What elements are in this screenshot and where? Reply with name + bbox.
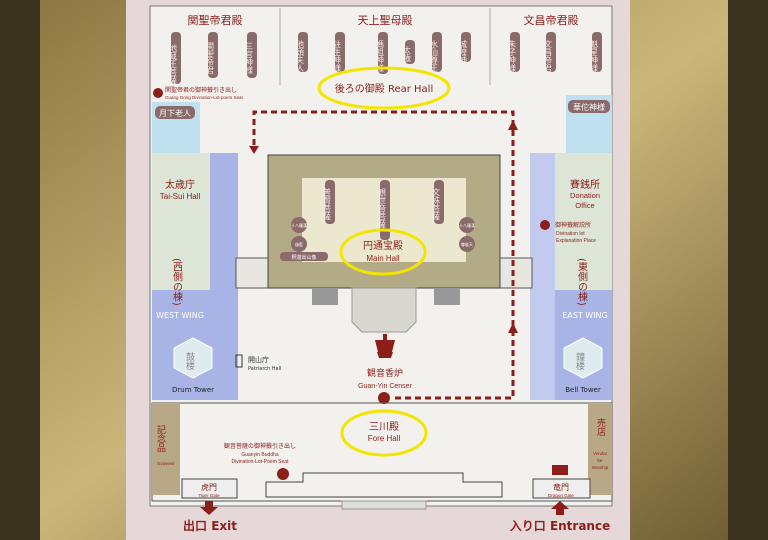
yuexia-laoren: 月下老人 (159, 108, 191, 118)
east-wing-jp: (東側の棟) (576, 258, 588, 306)
west-wing: 太歳庁 Tai-Sui Hall (西側の棟) WEST WING 鼓楼 Dru… (152, 153, 281, 400)
main-deity-1: 観世音菩薩 (378, 187, 387, 229)
shrine-tianshang: 天上聖母殿 (358, 14, 413, 27)
vendor-jp: 売店 (595, 417, 606, 437)
shrine-guansheng: 関聖帝君殿 (188, 13, 243, 27)
deity-mid-1: 註生神様 (333, 39, 342, 72)
exit-label: 出口 Exit (183, 518, 237, 533)
censer-jp: 観音香炉 (367, 367, 403, 379)
huatuo-shen: 華佗神様 (573, 102, 605, 112)
deity-right-1: 文昌帝君 (544, 39, 553, 73)
deity-left-0-text: 地蔵王菩薩 (169, 43, 178, 85)
fore-hall-jp: 三川殿 (369, 421, 399, 433)
rear-hall-label: 後ろの御殿 Rear Hall (335, 82, 433, 95)
deity-mid-4: 水仙尊王 (430, 39, 439, 72)
guanyin-censer: 観音香炉 Guan-Yin Censer (358, 334, 413, 404)
guangong-seat-en: Guang Gong Divination-Lot-poem Seat (165, 95, 244, 100)
entrance-arrow-icon (551, 501, 569, 515)
taisui-hall-en: Tai-Sui Hall (160, 192, 201, 201)
souvenir-jp: 記念品 (155, 424, 166, 453)
main-hall-jp: 円通宝殿 (363, 239, 403, 252)
patriarch-hall-en: Patriarch Hall (248, 366, 281, 372)
main-side-1: 伽藍 (295, 241, 303, 247)
walking-route (252, 110, 515, 400)
dragon-gate-en: Dragon Gate (548, 493, 574, 498)
explanation-place-jp: 御神籤解説所 (555, 221, 591, 229)
vendor-en3: Worship (592, 465, 609, 470)
deity-right-2: 魁星神様 (590, 39, 599, 72)
drum-tower-jp: 鼓楼 (184, 351, 195, 371)
main-hall-en: Main Hall (366, 254, 400, 263)
guanyin-seat-jp: 観音菩薩の御神籤引き出し (224, 442, 296, 450)
bell-tower-en: Bell Tower (565, 386, 601, 394)
explanation-place-en1: Divination lot (556, 231, 585, 237)
main-hall: 普賢菩薩 観世音菩薩 文殊菩薩 十八羅漢 伽藍 十八羅漢 尊駄天 釈迦出山像 円… (235, 154, 533, 333)
guangong-seat-jp: 関聖帝君の御神籤引き出し (165, 86, 237, 94)
highlight-rear-hall (317, 66, 451, 110)
patriarch-hall-jp: 開山庁 (248, 355, 269, 364)
censer-en: Guan-Yin Censer (358, 383, 412, 390)
deity-mid-5: 城隍神 (459, 40, 468, 65)
fore-hall-en: Fore Hall (368, 434, 401, 443)
deity-mid-3: 太歳 (403, 45, 412, 62)
deity-left-1: 関聖帝君 (206, 42, 215, 75)
tiger-gate-en: Tiger Gate (198, 493, 220, 498)
explanation-place-en2: Explanation Place (556, 238, 596, 244)
vendor-en2: for (597, 458, 603, 463)
main-side-3: 尊駄天 (461, 241, 473, 247)
vendor-en1: Vendor (593, 451, 608, 456)
exit-arrow-icon (200, 501, 218, 515)
deity-right-0: 朱子神様 (508, 39, 517, 72)
drum-tower-en: Drum Tower (172, 386, 214, 394)
west-wing-jp: (西側の棟) (171, 258, 183, 306)
main-deity-0: 普賢菩薩 (323, 187, 332, 221)
entrance-label: 入り口 Entrance (510, 519, 610, 533)
highlight-fore-hall (340, 409, 428, 457)
rear-shrines: 関聖帝君殿 天上聖母殿 文昌帝君殿 地蔵王菩薩 地蔵王菩薩 関聖帝君 三官神様 … (152, 8, 612, 153)
donation-office-en2: Office (575, 201, 594, 210)
route-arrow-up-top (508, 120, 518, 130)
deity-left-2: 三官神様 (245, 42, 254, 74)
main-side-2: 十八羅漢 (459, 222, 475, 228)
donation-office-jp: 賽銭所 (570, 178, 600, 191)
deity-mid-0: 池頭夫人 (296, 39, 305, 72)
dragon-gate-jp: 竜門 (553, 482, 569, 492)
route-arrow-down (249, 146, 259, 154)
bell-tower-jp: 鐘楼 (574, 351, 585, 371)
souvenir-en: Souvenir (157, 461, 175, 466)
west-wing-en: WEST WING (156, 311, 204, 320)
taisui-hall-jp: 太歳庁 (165, 178, 195, 191)
east-wing: 賽銭所 Donation Office 御神籤解説所 Divination lo… (530, 153, 612, 400)
shrine-wenchang: 文昌帝君殿 (524, 13, 579, 27)
donation-office-en1: Donation (570, 191, 600, 200)
fore-hall: 記念品 Souvenir 売店 Vendor for Worship 三川殿 F… (151, 402, 613, 510)
main-side-0: 十八羅漢 (291, 222, 307, 228)
guanyin-seat-en2: Divination-Lot-Poem Seat (232, 459, 290, 465)
route-arrow-up (508, 323, 518, 333)
tiger-gate-jp: 虎門 (201, 482, 217, 492)
highlight-main-hall (339, 228, 427, 276)
guanyin-seat-en1: Guanyin Buddha (241, 452, 278, 458)
shakyamuni-statue: 釈迦出山像 (291, 254, 316, 261)
east-wing-en: EAST WING (562, 311, 608, 320)
deity-mid-2: 媽祖神様 (376, 39, 385, 72)
main-deity-2: 文殊菩薩 (432, 187, 441, 221)
